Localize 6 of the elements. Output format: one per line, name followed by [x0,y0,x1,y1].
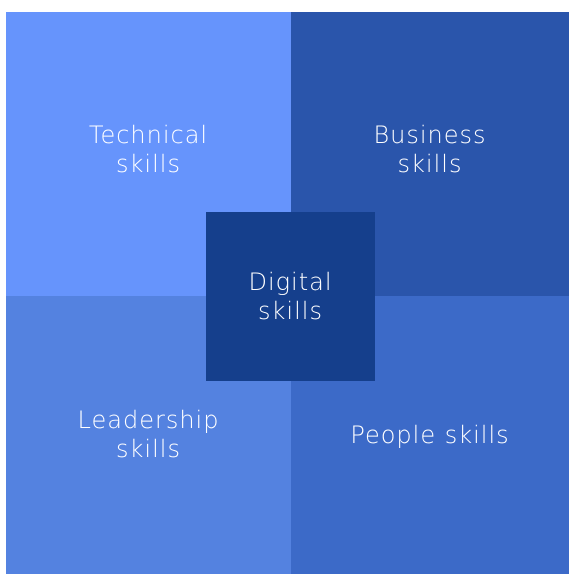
skill-label: Business skills [372,121,488,179]
skill-label: Leadership skills [76,406,220,464]
skill-label: Technical skills [88,121,210,179]
center-square [206,212,375,381]
skill-label: Digital skills [247,268,334,326]
skill-label: People skills [350,420,510,450]
